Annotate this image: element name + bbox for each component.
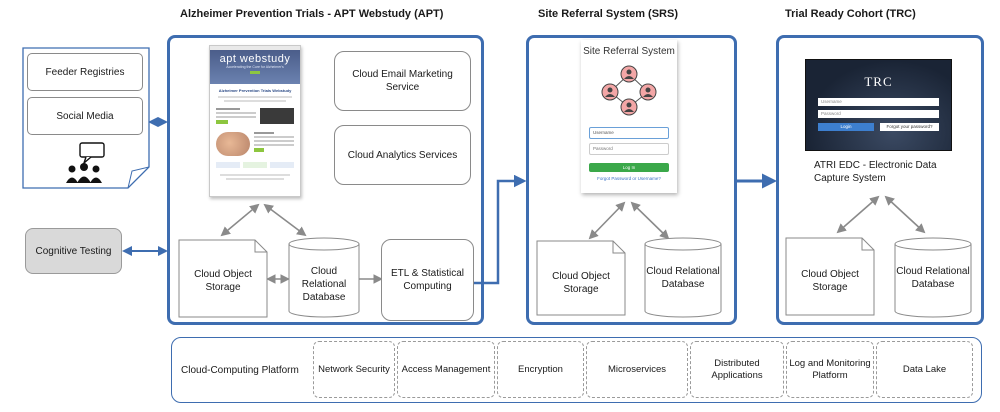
social-media-box: Social Media	[27, 97, 143, 135]
etl-computing-label: ETL & Statistical Computing	[391, 268, 464, 292]
service-label: Data Lake	[902, 363, 947, 375]
trc-title: Trial Ready Cohort (TRC)	[785, 8, 916, 20]
arrow-srs-shot-storage	[588, 201, 626, 240]
cloud-analytics-label: Cloud Analytics Services	[347, 149, 458, 161]
community-icon	[66, 142, 105, 183]
left-sources-group: Feeder Registries Social Media	[22, 47, 150, 189]
srs-relational-db-shape	[644, 237, 722, 318]
srs-panel	[526, 35, 737, 325]
cloud-platform-bar	[171, 337, 982, 403]
arrow-trc-edc-db	[884, 195, 926, 234]
apt-title: Alzheimer Prevention Trials - APT Webstu…	[180, 8, 444, 20]
srs-login-button[interactable]: Log In	[589, 163, 669, 172]
service-label: Log and Monitoring Platform	[789, 357, 871, 381]
srs-login-screenshot: Site Referral System Username Password L…	[581, 40, 677, 193]
service-data-lake: Data Lake	[876, 341, 973, 398]
apt-webstudy-screenshot: apt webstudy Accelerating the Cure for A…	[209, 45, 301, 197]
apt-relational-db-shape	[288, 237, 360, 318]
apt-logo-text: apt webstudy	[219, 53, 291, 65]
referral-network-icon	[601, 65, 657, 116]
etl-computing-box: ETL & Statistical Computing	[381, 239, 474, 321]
trc-relational-db-shape	[894, 237, 972, 318]
cloud-platform-label: Cloud-Computing Platform	[181, 365, 299, 376]
trc-login-button[interactable]: Login	[818, 123, 874, 131]
srs-object-storage-label: Cloud Object Storage	[552, 271, 610, 295]
apt-panel	[167, 35, 484, 325]
service-label: Encryption	[518, 363, 563, 375]
service-label: Microservices	[607, 363, 667, 375]
srs-object-storage-shape	[536, 240, 626, 316]
service-microservices: Microservices	[586, 341, 688, 398]
cloud-email-box: Cloud Email Marketing Service	[334, 51, 471, 111]
trc-relational-db-label: Cloud Relational Database	[896, 266, 970, 290]
srs-screen-title: Site Referral System	[583, 46, 675, 57]
service-label: Distributed Applications	[711, 357, 763, 381]
srs-password-field[interactable]: Password	[589, 143, 669, 155]
cognitive-testing-box: Cognitive Testing	[25, 228, 122, 274]
arrow-apt-srs	[474, 174, 527, 285]
service-encryption: Encryption	[497, 341, 584, 398]
trc-password-field[interactable]: Password	[818, 110, 939, 118]
service-access-management: Access Management	[397, 341, 495, 398]
trc-login-screenshot: TRC Username Password Login Forgot your …	[805, 59, 952, 151]
srs-title: Site Referral System (SRS)	[538, 8, 678, 20]
arrow-apt-shot-db	[263, 203, 307, 237]
arrow-apt-shot-storage	[220, 203, 260, 237]
trc-panel	[776, 35, 984, 325]
apt-object-storage-shape	[178, 239, 268, 318]
cloud-email-label: Cloud Email Marketing Service	[352, 69, 453, 93]
service-label: Network Security	[318, 363, 390, 375]
srs-forgot-link[interactable]: Forgot Password or Username?	[597, 176, 661, 181]
apt-object-storage-label: Cloud Object Storage	[194, 269, 252, 293]
feeder-registries-label: Feeder Registries	[45, 66, 125, 78]
trc-object-storage-label: Cloud Object Storage	[801, 269, 859, 293]
cloud-analytics-box: Cloud Analytics Services	[334, 125, 471, 185]
trc-forgot-button[interactable]: Forgot your password?	[880, 123, 939, 131]
cognitive-testing-label: Cognitive Testing	[35, 245, 112, 257]
apt-tagline: Accelerating the Cure for Alzheimer's	[226, 65, 284, 69]
feeder-registries-box: Feeder Registries	[27, 53, 143, 91]
trc-edc-caption: ATRI EDC - Electronic Data Capture Syste…	[814, 160, 937, 184]
apt-relational-db-label: Cloud Relational Database	[301, 266, 347, 303]
service-label: Access Management	[401, 363, 491, 375]
service-network-security: Network Security	[313, 341, 395, 398]
srs-relational-db-label: Cloud Relational Database	[646, 266, 720, 290]
srs-username-field[interactable]: Username	[589, 127, 669, 139]
service-log-monitoring: Log and Monitoring Platform	[786, 341, 874, 398]
social-media-label: Social Media	[56, 110, 114, 122]
trc-screen-title: TRC	[864, 74, 893, 89]
trc-username-field[interactable]: Username	[818, 98, 939, 106]
apt-heading: Alzheimer Prevention Trials Webstudy	[218, 88, 292, 93]
arrow-trc-edc-storage	[836, 195, 880, 234]
service-distributed-applications: Distributed Applications	[690, 341, 784, 398]
arrow-srs-shot-db	[630, 201, 670, 240]
trc-object-storage-shape	[785, 237, 875, 316]
